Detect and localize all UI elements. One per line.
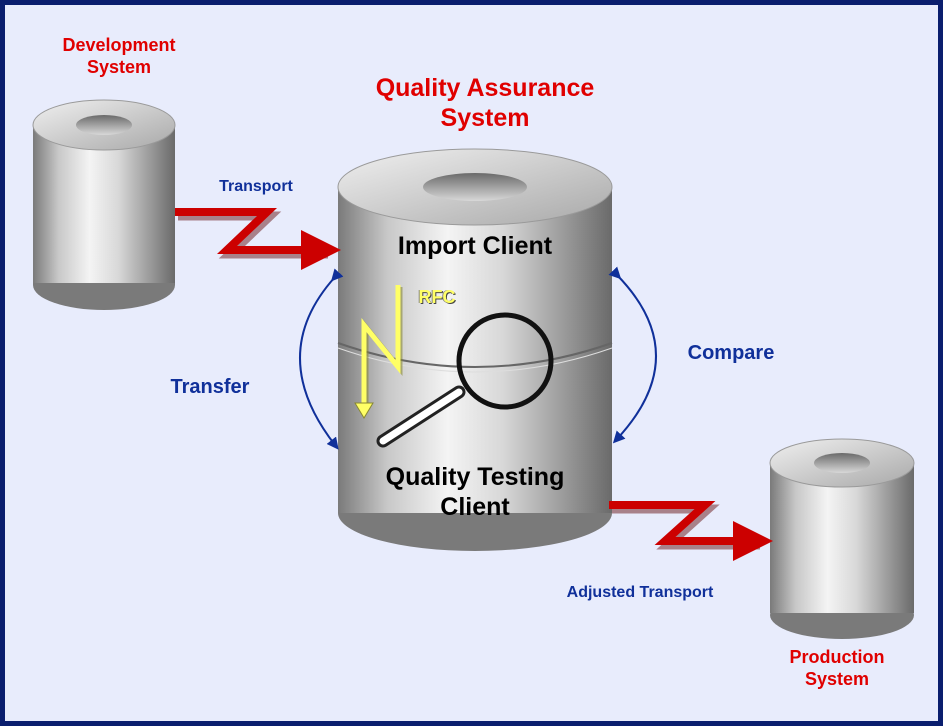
transport-arrow	[175, 208, 341, 270]
transport-label: Transport	[219, 178, 293, 195]
diagram-graphics	[32, 99, 915, 639]
development-system-line2: System	[86, 56, 152, 77]
quality-testing-client-line1: Quality Testing	[385, 463, 565, 491]
development-system-line1: Development	[62, 35, 176, 55]
quality-assurance-cylinder	[337, 148, 613, 551]
production-system-line1: Production	[789, 647, 885, 667]
quality-testing-client-label: Quality Testing Client	[340, 462, 610, 522]
compare-label: Compare	[687, 342, 775, 364]
development-system-label: Development System	[19, 35, 219, 78]
quality-assurance-title-line1: Quality Assurance	[375, 74, 595, 102]
import-client-label: Import Client	[397, 232, 553, 260]
compare-arrow	[608, 266, 657, 444]
rfc-arrow	[354, 285, 403, 419]
production-system-line2: System	[804, 668, 870, 689]
rfc-label: RFC	[418, 287, 456, 307]
quality-assurance-title-line2: System	[440, 104, 530, 132]
quality-testing-client-line2: Client	[440, 493, 510, 521]
magnifier-icon	[376, 312, 554, 448]
development-system-cylinder	[32, 99, 176, 310]
quality-assurance-title: Quality Assurance System	[335, 73, 635, 133]
transfer-arrow	[299, 268, 344, 450]
adjusted-transport-arrow	[609, 501, 773, 561]
adjusted-transport-label: Adjusted Transport	[566, 584, 714, 601]
transfer-label: Transfer	[170, 376, 250, 398]
production-system-label: Production System	[747, 647, 927, 690]
production-system-cylinder	[769, 438, 915, 639]
